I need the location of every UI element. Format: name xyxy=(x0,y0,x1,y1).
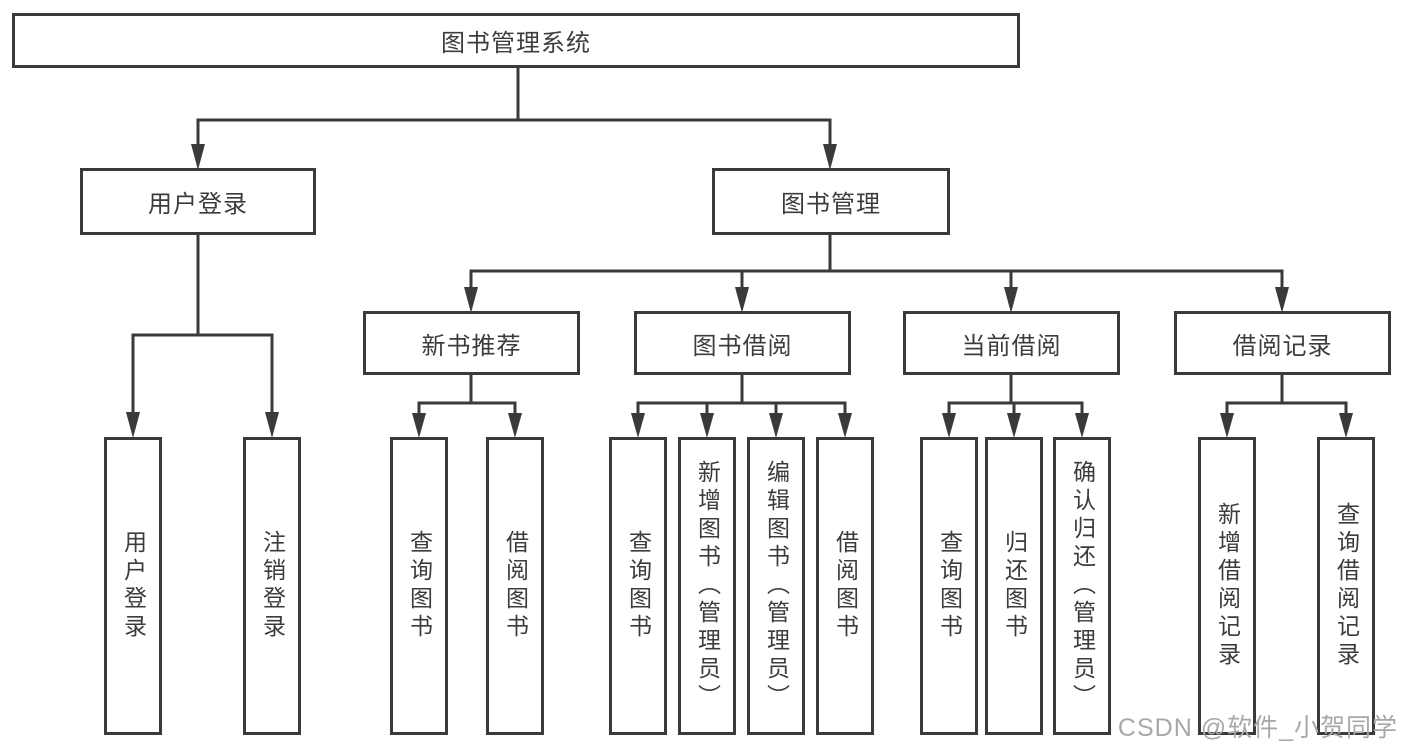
leaf-add-books-admin: 新增图书（管理员） xyxy=(678,437,736,735)
node-book-borrowing: 图书借阅 xyxy=(634,311,851,375)
node-library-system-label: 图书管理系统 xyxy=(441,30,591,57)
leaf-borrow-books-recommend-label: 借阅图书 xyxy=(502,530,529,642)
leaf-query-books-borrow: 查询图书 xyxy=(609,437,667,735)
leaf-query-books-current: 查询图书 xyxy=(920,437,978,735)
leaf-user-login-label: 用户登录 xyxy=(120,530,147,642)
connector-book-borrow xyxy=(631,375,852,438)
leaf-logout: 注销登录 xyxy=(243,437,301,735)
connector-root xyxy=(191,68,837,170)
leaf-borrow-books-recommend: 借阅图书 xyxy=(486,437,544,735)
leaf-user-login: 用户登录 xyxy=(104,437,162,735)
node-user-login-label: 用户登录 xyxy=(148,191,248,218)
connector-book-mgmt xyxy=(464,235,1289,313)
leaf-query-books-recommend: 查询图书 xyxy=(390,437,448,735)
leaf-add-books-admin-label: 新增图书（管理员） xyxy=(694,460,721,712)
leaf-borrow-books: 借阅图书 xyxy=(816,437,874,735)
connector-borrow-records xyxy=(1220,375,1353,438)
csdn-watermark: CSDN @软件_小贺同学 xyxy=(1117,714,1398,742)
leaf-borrow-books-label: 借阅图书 xyxy=(832,530,859,642)
leaf-confirm-return-admin-label: 确认归还（管理员） xyxy=(1069,460,1096,712)
node-new-book-recommend: 新书推荐 xyxy=(363,311,580,375)
leaf-query-books-borrow-label: 查询图书 xyxy=(625,530,652,642)
node-library-system: 图书管理系统 xyxy=(12,13,1020,68)
leaf-edit-books-admin-label: 编辑图书（管理员） xyxy=(763,460,790,712)
leaf-add-borrow-record: 新增借阅记录 xyxy=(1198,437,1256,735)
node-book-management: 图书管理 xyxy=(712,168,950,235)
leaf-edit-books-admin: 编辑图书（管理员） xyxy=(747,437,805,735)
node-book-borrowing-label: 图书借阅 xyxy=(692,332,793,360)
node-book-management-label: 图书管理 xyxy=(781,191,881,218)
node-borrowing-records: 借阅记录 xyxy=(1174,311,1391,375)
node-borrowing-records-label: 借阅记录 xyxy=(1232,332,1333,360)
leaf-return-books-label: 归还图书 xyxy=(1001,530,1028,642)
connector-user-login xyxy=(126,235,279,438)
leaf-query-borrow-record: 查询借阅记录 xyxy=(1317,437,1375,735)
leaf-logout-label: 注销登录 xyxy=(259,530,286,642)
node-new-book-recommend-label: 新书推荐 xyxy=(421,332,522,360)
node-current-borrowing-label: 当前借阅 xyxy=(961,332,1062,360)
connector-current-borrow xyxy=(942,375,1089,438)
leaf-query-borrow-record-label: 查询借阅记录 xyxy=(1333,502,1360,670)
node-current-borrowing: 当前借阅 xyxy=(903,311,1120,375)
leaf-confirm-return-admin: 确认归还（管理员） xyxy=(1053,437,1111,735)
leaf-add-borrow-record-label: 新增借阅记录 xyxy=(1214,502,1241,670)
leaf-query-books-recommend-label: 查询图书 xyxy=(406,530,433,642)
node-user-login: 用户登录 xyxy=(80,168,316,235)
connector-new-book-rec xyxy=(412,375,522,438)
leaf-query-books-current-label: 查询图书 xyxy=(936,530,963,642)
leaf-return-books: 归还图书 xyxy=(985,437,1043,735)
